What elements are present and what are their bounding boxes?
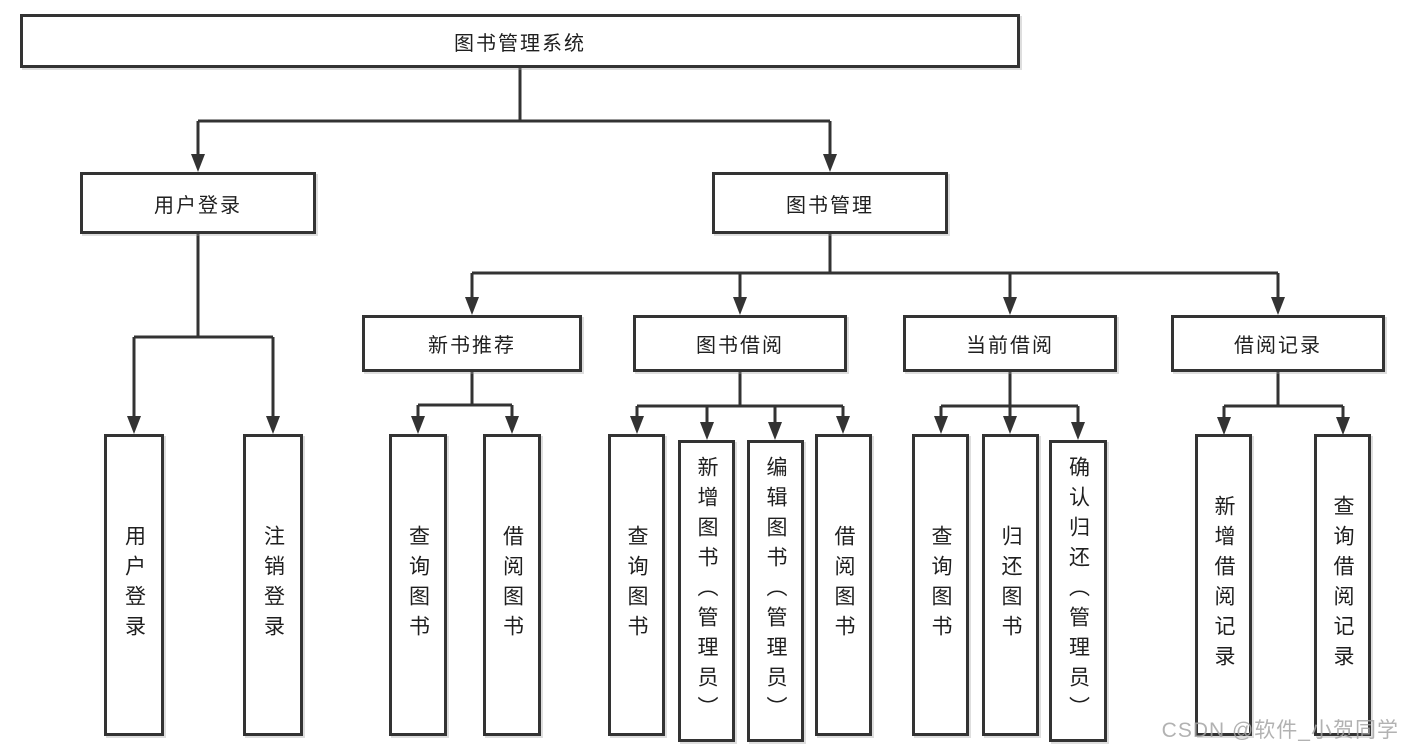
- leaf-label: 借阅图书: [832, 525, 855, 645]
- leaf-label: 归还图书: [999, 525, 1022, 645]
- leaf-query-borrow-record: 查询借阅记录: [1314, 434, 1371, 736]
- leaf-label: 查询借阅记录: [1331, 495, 1354, 675]
- leaf-label: 查询图书: [625, 525, 648, 645]
- connector-borrow-to-leaves: [635, 372, 845, 426]
- node-current-borrow: 当前借阅: [903, 315, 1117, 372]
- connector-root-to-level2: [196, 68, 832, 158]
- node-book-management-branch: 图书管理: [712, 172, 948, 234]
- node-book-borrow: 图书借阅: [633, 315, 847, 372]
- leaf-label: 查询图书: [406, 525, 430, 645]
- leaf-label: 编辑图书（管理员）: [764, 456, 787, 726]
- connector-userlogin-to-leaves: [132, 234, 275, 420]
- leaf-label: 确认归还（管理员）: [1066, 456, 1090, 726]
- leaf-label: 用户登录: [122, 525, 146, 645]
- leaf-add-books-admin: 新增图书（管理员）: [678, 440, 735, 742]
- arrowheads: [127, 154, 1350, 440]
- leaf-query-books-recommend: 查询图书: [389, 434, 447, 736]
- leaf-add-borrow-record: 新增借阅记录: [1195, 434, 1252, 736]
- connector-current-to-leaves: [939, 372, 1080, 426]
- leaf-return-books: 归还图书: [982, 434, 1039, 736]
- leaf-label: 新增图书（管理员）: [695, 456, 718, 726]
- node-new-book-recommend: 新书推荐: [362, 315, 582, 372]
- leaf-edit-books-admin: 编辑图书（管理员）: [747, 440, 804, 742]
- node-borrow-records: 借阅记录: [1171, 315, 1385, 372]
- leaf-label: 借阅图书: [500, 525, 524, 645]
- connector-records-to-leaves: [1222, 372, 1345, 421]
- leaf-query-books-current: 查询图书: [912, 434, 969, 736]
- connector-newbook-to-leaves: [416, 372, 514, 420]
- leaf-label: 注销登录: [261, 525, 285, 645]
- leaf-borrow-books-recommend: 借阅图书: [483, 434, 541, 736]
- leaf-query-books-borrow: 查询图书: [608, 434, 665, 736]
- leaf-logout: 注销登录: [243, 434, 303, 736]
- node-user-login-branch: 用户登录: [80, 172, 316, 234]
- leaf-user-login: 用户登录: [104, 434, 164, 736]
- leaf-borrow-books: 借阅图书: [815, 434, 872, 736]
- leaf-confirm-return-admin: 确认归还（管理员）: [1049, 440, 1107, 742]
- leaf-label: 新增借阅记录: [1212, 495, 1235, 675]
- connector-bookmgmt-to-level3: [470, 234, 1280, 301]
- leaf-label: 查询图书: [929, 525, 952, 645]
- node-library-system: 图书管理系统: [20, 14, 1020, 68]
